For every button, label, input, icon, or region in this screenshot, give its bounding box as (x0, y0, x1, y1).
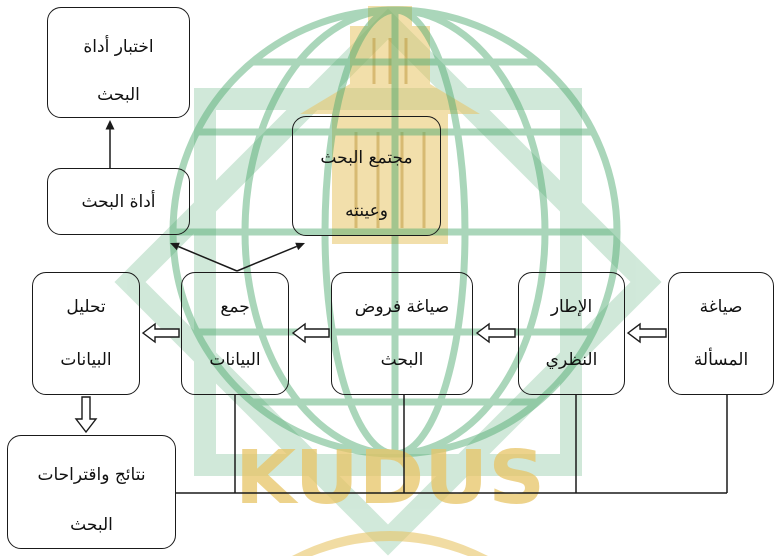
box-population-sample: مجتمع البحث وعينته (292, 116, 441, 236)
box-data-collection: جمع البيانات (181, 272, 289, 395)
arrowhead-up (105, 120, 115, 130)
arrowhead-left-up (170, 242, 180, 251)
box-hypotheses: صياغة فروض البحث (331, 272, 473, 395)
arrow-collection-to-population (236, 245, 297, 272)
box-label-line: وعينته (345, 200, 388, 221)
hollow-arrow-hypotheses-to-collection (291, 322, 330, 344)
box-label-line: البحث (380, 349, 424, 370)
box-label-line: تحليل (66, 296, 106, 317)
box-label-line: نتائج واقتراحات (37, 465, 146, 485)
box-label-line: مجتمع البحث (320, 147, 413, 168)
box-label-line: صياغة (699, 296, 743, 317)
box-label-line: اختبار أداة (83, 36, 154, 57)
watermark-tower-roof (300, 60, 480, 114)
watermark-globe (169, 6, 621, 458)
box-label-line: النظري (545, 349, 598, 370)
hollow-arrow-problem-to-framework (626, 322, 667, 344)
watermark-globe-outline (169, 6, 621, 458)
watermark-globe-meridian (241, 6, 549, 458)
watermark-tower (300, 6, 480, 244)
box-label-line: صياغة فروض (354, 296, 450, 317)
box-data-analysis: تحليل البيانات (32, 272, 140, 395)
box-research-instrument: أداة البحث (47, 168, 190, 235)
hollow-arrow-framework-to-hypotheses (475, 322, 516, 344)
box-test-instrument: اختبار أداة البحث (47, 7, 190, 118)
box-label-line: البحث (97, 84, 140, 105)
watermark-text: KUDUS (235, 435, 545, 521)
hollow-arrow-analysis-to-results (74, 396, 98, 434)
watermark-arc (292, 531, 488, 556)
box-problem-formulation: صياغة المسألة (668, 272, 774, 395)
watermark-tower-cap (368, 6, 412, 26)
box-label-line: أداة البحث (81, 191, 156, 212)
box-theoretical-framework: الإطار النظري (518, 272, 625, 395)
hollow-arrow-collection-to-analysis (141, 322, 180, 344)
box-results: نتائج واقتراحات البحث (7, 435, 176, 549)
watermark-globe-meridian (321, 6, 469, 458)
box-label-line: جمع (220, 296, 250, 317)
box-label-line: البحث (70, 515, 113, 535)
arrowhead-right-up (295, 242, 305, 251)
arrow-collection-to-instrument (178, 245, 238, 272)
box-label-line: المسألة (693, 349, 749, 370)
watermark-tower-windows (354, 38, 426, 228)
box-label-line: البيانات (209, 349, 261, 370)
box-label-line: البيانات (60, 349, 112, 370)
box-label-line: الإطار (550, 296, 593, 317)
